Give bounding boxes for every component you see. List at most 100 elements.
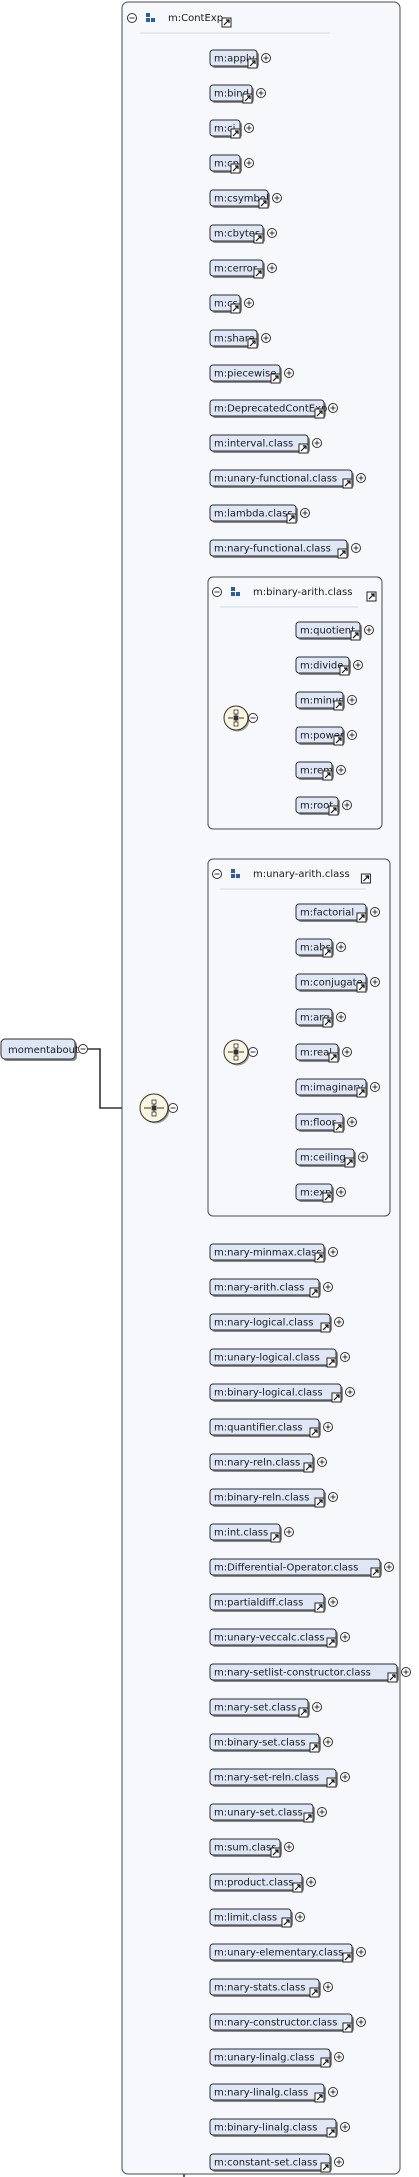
element-real[interactable]: m:real [295, 1043, 352, 1063]
expand-button[interactable] [340, 1352, 350, 1362]
expand-button[interactable] [272, 193, 282, 203]
element-reference-icon[interactable] [303, 1812, 314, 1823]
expand-button[interactable] [347, 730, 357, 740]
expand-button[interactable] [317, 1807, 327, 1817]
expand-button[interactable] [336, 1012, 346, 1022]
expand-button[interactable] [342, 1047, 352, 1057]
element-reference-icon[interactable] [322, 1017, 333, 1028]
choice-compositor-collapse-button[interactable] [248, 713, 258, 723]
expand-button[interactable] [306, 1877, 316, 1887]
element-reference-icon[interactable] [326, 1637, 337, 1648]
element-reference-icon[interactable] [337, 548, 348, 559]
expand-button[interactable] [261, 333, 271, 343]
expand-button[interactable] [328, 2087, 338, 2097]
element-abs[interactable]: m:abs [295, 938, 346, 958]
expand-button[interactable] [334, 2157, 344, 2167]
element-piecewise[interactable]: m:piecewise [209, 364, 294, 384]
element-constant-set-class[interactable]: m:constant-set.class [209, 2153, 344, 2173]
element-sum-class[interactable]: m:sum.class [209, 1838, 294, 1858]
element-unary-linalg-class[interactable]: m:unary-linalg.class [209, 2048, 344, 2068]
expand-button[interactable] [340, 1632, 350, 1642]
element-quotient[interactable]: m:quotient [295, 621, 374, 641]
element-reference-icon[interactable] [342, 1952, 353, 1963]
element-nary-stats-class[interactable]: m:nary-stats.class [209, 1978, 333, 1998]
element-reference-icon[interactable] [242, 93, 253, 104]
expand-button[interactable] [323, 1737, 333, 1747]
root-element-momentabout[interactable]: momentabout [0, 1038, 88, 1061]
element-reference-icon[interactable] [309, 1287, 320, 1298]
element-reference-icon[interactable] [320, 2057, 331, 2068]
element-nary-functional-class[interactable]: m:nary-functional.class [209, 539, 361, 559]
element-binary-linalg-class[interactable]: m:binary-linalg.class [209, 2118, 350, 2138]
element-reference-icon[interactable] [253, 233, 264, 244]
element-cs[interactable]: m:cs [209, 294, 254, 314]
element-nary-constructor-class[interactable]: m:nary-constructor.class [209, 2013, 366, 2033]
element-nary-setlist-constructor-class[interactable]: m:nary-setlist-constructor.class [209, 1663, 411, 1683]
expand-button[interactable] [340, 1772, 350, 1782]
element-reference-icon[interactable] [322, 1192, 333, 1203]
element-power[interactable]: m:power [295, 726, 357, 746]
element-reference-icon[interactable] [322, 770, 333, 781]
expand-button[interactable] [345, 1387, 355, 1397]
element-reference-icon[interactable] [314, 408, 325, 419]
element-binary-reln-class[interactable]: m:binary-reln.class [209, 1488, 338, 1508]
element-imaginary[interactable]: m:imaginary [295, 1078, 380, 1098]
expand-button[interactable] [267, 228, 277, 238]
element-interval-class[interactable]: m:interval.class [209, 434, 322, 454]
element-share[interactable]: m:share [209, 329, 271, 349]
element-lambda-class[interactable]: m:lambda.class [209, 504, 310, 524]
element-reference-icon[interactable] [356, 982, 367, 993]
element-ceiling[interactable]: m:ceiling [295, 1148, 368, 1168]
element-product-class[interactable]: m:product.class [209, 1873, 316, 1893]
expand-button[interactable] [317, 1457, 327, 1467]
expand-button[interactable] [336, 1187, 346, 1197]
element-reference-icon[interactable] [356, 912, 367, 923]
element-factorial[interactable]: m:factorial [295, 903, 380, 923]
expand-button[interactable] [312, 1702, 322, 1712]
element-deprecatedcontexp[interactable]: m:DeprecatedContExp [209, 399, 338, 419]
element-reference-icon[interactable] [230, 163, 241, 174]
element-reference-icon[interactable] [342, 2022, 353, 2033]
choice-compositor-collapse-button[interactable] [248, 1047, 258, 1057]
expand-button[interactable] [267, 263, 277, 273]
expand-button[interactable] [244, 123, 254, 133]
expand-button[interactable] [356, 1947, 366, 1957]
element-reference-icon[interactable] [314, 1602, 325, 1613]
element-reference-icon[interactable] [247, 338, 258, 349]
element-nary-logical-class[interactable]: m:nary-logical.class [209, 1313, 344, 1333]
expand-button[interactable] [356, 473, 366, 483]
element-apply[interactable]: m:apply [209, 49, 271, 69]
element-reference-icon[interactable] [258, 198, 269, 209]
element-reference-icon[interactable] [270, 373, 281, 384]
element-reference-icon[interactable] [344, 1157, 355, 1168]
expand-button[interactable] [336, 765, 346, 775]
element-nary-linalg-class[interactable]: m:nary-linalg.class [209, 2083, 338, 2103]
element-reference-icon[interactable] [247, 58, 258, 69]
element-nary-reln-class[interactable]: m:nary-reln.class [209, 1453, 327, 1473]
group-collapse-button[interactable] [212, 869, 222, 879]
expand-button[interactable] [364, 625, 374, 635]
expand-button[interactable] [340, 2122, 350, 2132]
element-reference-icon[interactable] [303, 1462, 314, 1473]
group-collapse-button[interactable] [212, 587, 222, 597]
expand-button[interactable] [312, 438, 322, 448]
element-rem[interactable]: m:rem [295, 761, 346, 781]
element-reference-icon[interactable] [253, 268, 264, 279]
expand-button[interactable] [370, 907, 380, 917]
element-minus[interactable]: m:minus [295, 691, 357, 711]
element-binary-set-class[interactable]: m:binary-set.class [209, 1733, 333, 1753]
element-reference-icon[interactable] [387, 1672, 398, 1683]
group-reference-icon[interactable] [360, 873, 371, 884]
element-arg[interactable]: m:arg [295, 1008, 346, 1028]
element-unary-elementary-class[interactable]: m:unary-elementary.class [209, 1943, 366, 1963]
element-nary-minmax-class[interactable]: m:nary-minmax.class [209, 1243, 338, 1263]
element-nary-set-reln-class[interactable]: m:nary-set-reln.class [209, 1768, 350, 1788]
element-reference-icon[interactable] [286, 513, 297, 524]
element-partialdiff-class[interactable]: m:partialdiff.class [209, 1593, 338, 1613]
expand-button[interactable] [284, 368, 294, 378]
expand-button[interactable] [370, 977, 380, 987]
element-reference-icon[interactable] [298, 1707, 309, 1718]
expand-button[interactable] [261, 53, 271, 63]
element-reference-icon[interactable] [292, 1882, 303, 1893]
element-reference-icon[interactable] [326, 1777, 337, 1788]
